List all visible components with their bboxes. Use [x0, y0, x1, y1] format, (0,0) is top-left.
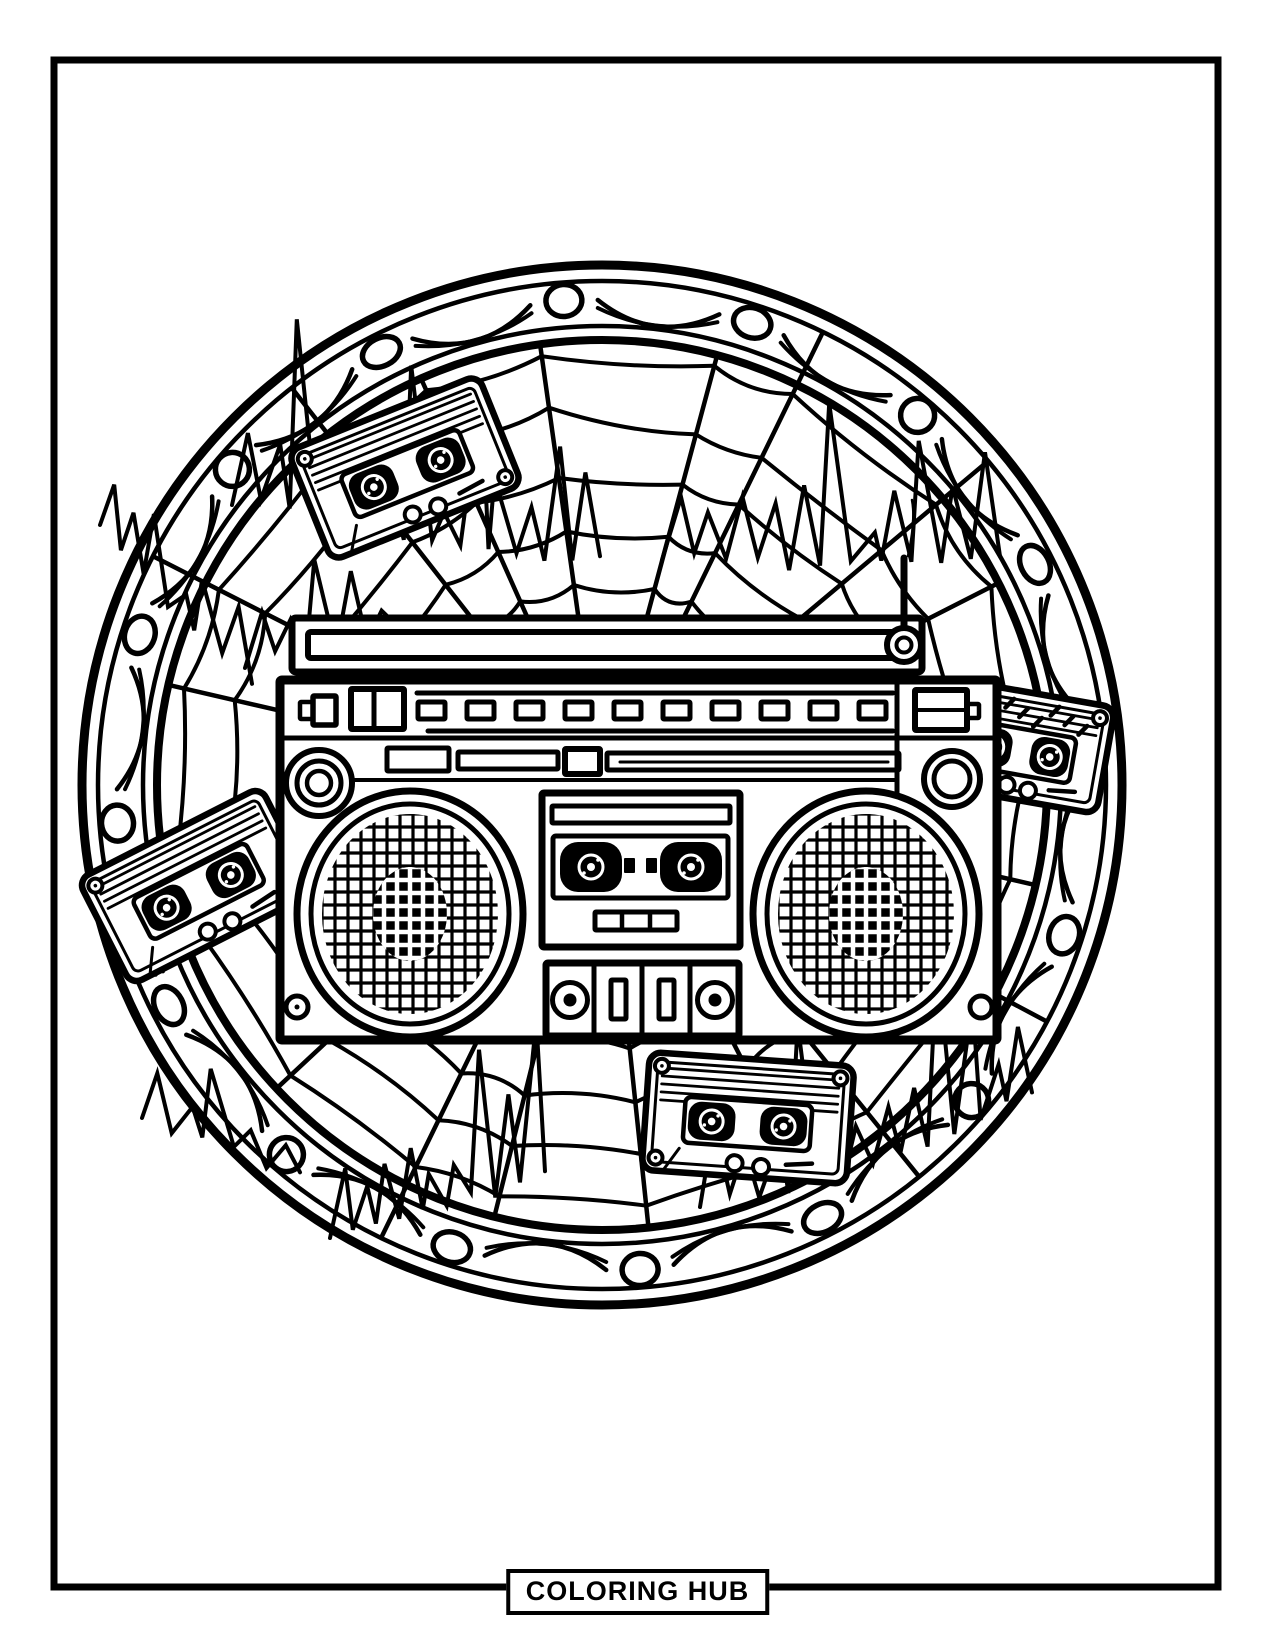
boombox-top-controls: [281, 681, 996, 819]
cassette-top-left: [288, 375, 522, 561]
boombox: [275, 498, 1002, 1045]
boombox-handle: [288, 614, 926, 676]
sound-waves: [98, 319, 1034, 1240]
footer-brand-label: COLORING HUB: [505, 1569, 770, 1615]
boombox-bottom-buttons: [542, 959, 743, 1040]
boombox-antenna: [884, 498, 924, 665]
cassette-left: [78, 787, 314, 985]
boombox-cassette-deck: [538, 789, 744, 951]
cassette-bottom: [639, 1049, 857, 1187]
boombox-speakers: [293, 787, 983, 1041]
